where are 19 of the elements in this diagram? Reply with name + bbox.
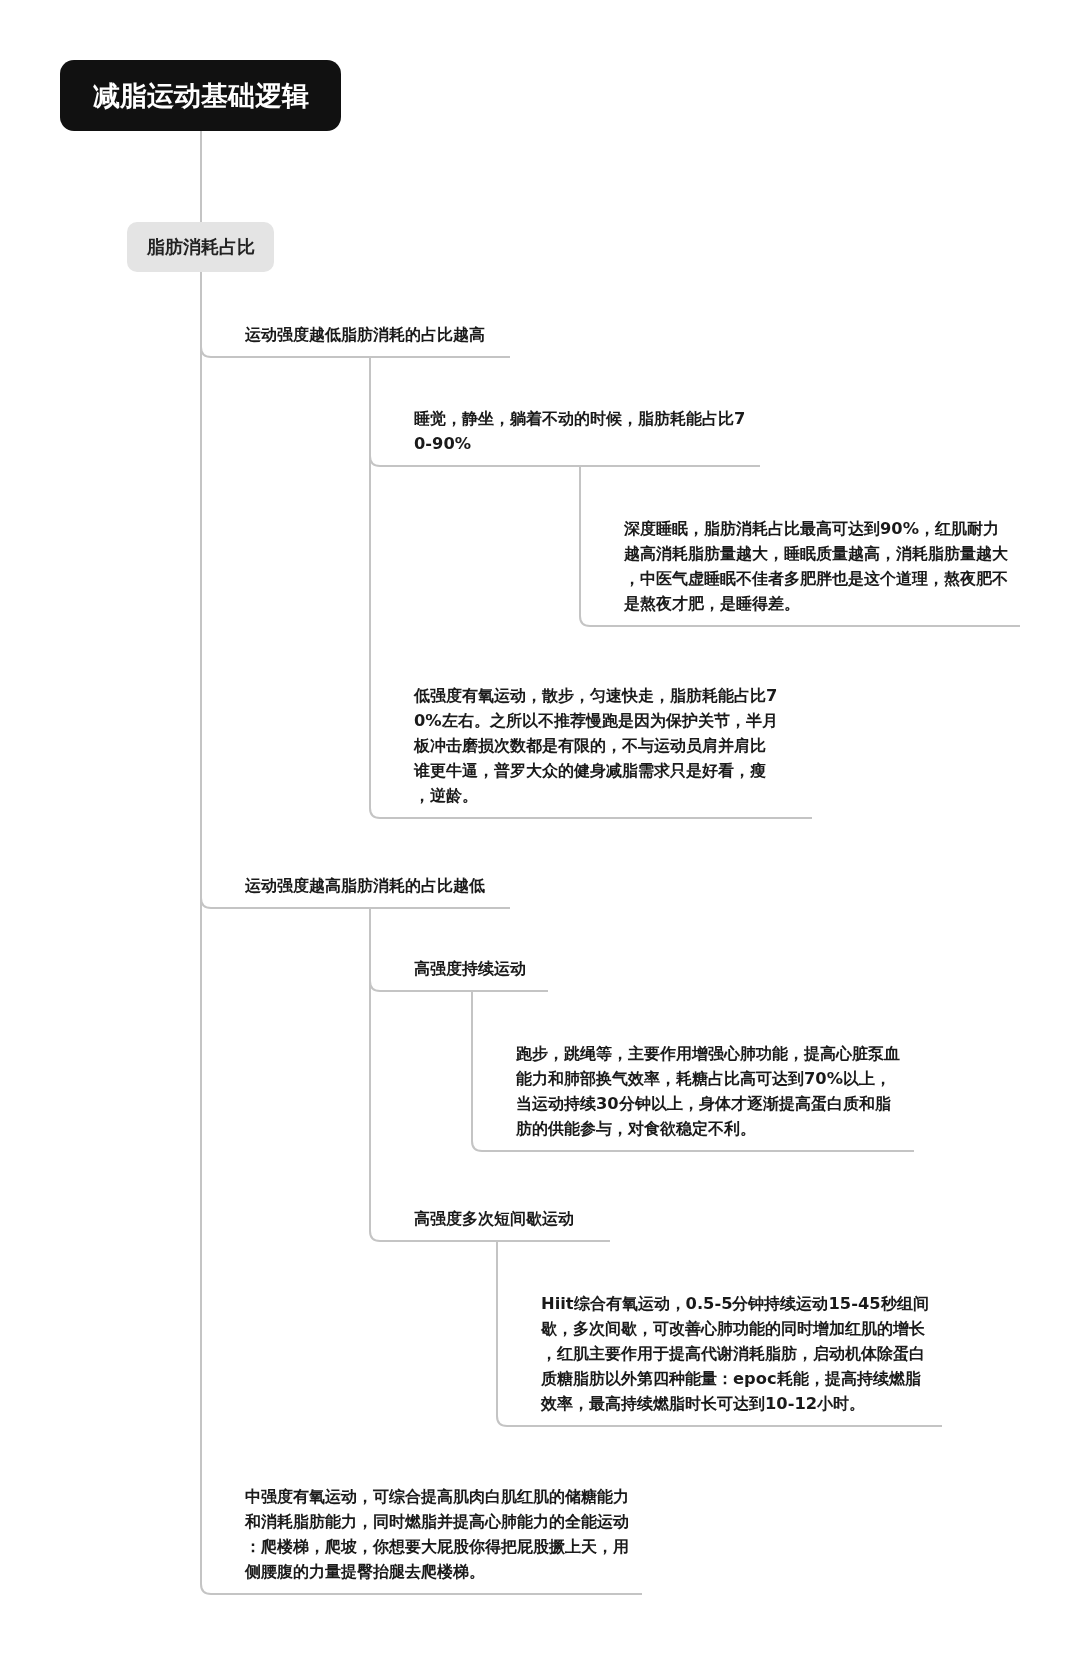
root-topic-box bbox=[60, 60, 341, 131]
subtopic-text: 深度睡眠，脂肪消耗占比最高可达到90%，红肌耐力越高消耗脂肪量越大，睡眠质量越高，消耗脂肪量越大，中医气虚睡眠不佳者多肥胖也是这个道理，熬夜肥不是熬夜才肥，是睡得差。 bbox=[624, 518, 1008, 615]
connector-line bbox=[200, 130, 202, 223]
subtopic-text: Hiit综合有氧运动，0.5-5分钟持续运动15-45秒组间歇，多次间歇，可改善心肺功能的同时增加红肌的增长，红肌主要作用于提高代谢消耗脂肪，启动机体除蛋白质糖脂肪以外第四种能量：epoc耗能，提高持续燃脂效率，最高持续燃脂时长可达到10-12小时。 bbox=[541, 1293, 930, 1415]
topic-box bbox=[127, 222, 274, 272]
subtopic-text: 中强度有氧运动，可综合提高肌肉白肌红肌的储糖能力和消耗脂肪能力，同时燃脂并提高心肺能力的全能运动：爬楼梯，爬坡，你想要大屁股你得把屁股撅上天，用侧腰腹的力量提臀抬腿去爬楼梯。 bbox=[245, 1486, 629, 1583]
root-topic-title: 减脂运动基础逻辑 bbox=[92, 78, 309, 113]
subtopic-text: 高强度持续运动 bbox=[414, 958, 527, 980]
subtopic-text: 高强度多次短间歇运动 bbox=[414, 1208, 575, 1230]
subtopic-text: 低强度有氧运动，散步，匀速快走，脂肪耗能占比70%左右。之所以不推荐慢跑是因为保护关节，半月板冲击磨损次数都是有限的，不与运动员肩并肩比谁更牛逼，普罗大众的健身减脂需求只是好看，瘦，逆龄。 bbox=[414, 685, 779, 807]
connector-line bbox=[579, 464, 591, 627]
subtopic-text: 运动强度越低脂肪消耗的占比越高 bbox=[245, 324, 486, 346]
subtopic-text: 睡觉，静坐，躺着不动的时候，脂肪耗能占比70-90% bbox=[414, 408, 747, 455]
connector-line bbox=[369, 906, 381, 1242]
connector-line bbox=[471, 989, 483, 1152]
connector-line bbox=[496, 1239, 508, 1427]
subtopic-text: 跑步，跳绳等，主要作用增强心肺功能，提高心脏泵血能力和肺部换气效率，耗糖占比高可达到70%以上，当运动持续30分钟以上，身体才逐渐提高蛋白质和脂肪的供能参与，对食欲稳定不利。 bbox=[516, 1043, 900, 1140]
subtopic-text: 运动强度越高脂肪消耗的占比越低 bbox=[245, 875, 486, 897]
topic-title: 脂肪消耗占比 bbox=[146, 235, 255, 259]
